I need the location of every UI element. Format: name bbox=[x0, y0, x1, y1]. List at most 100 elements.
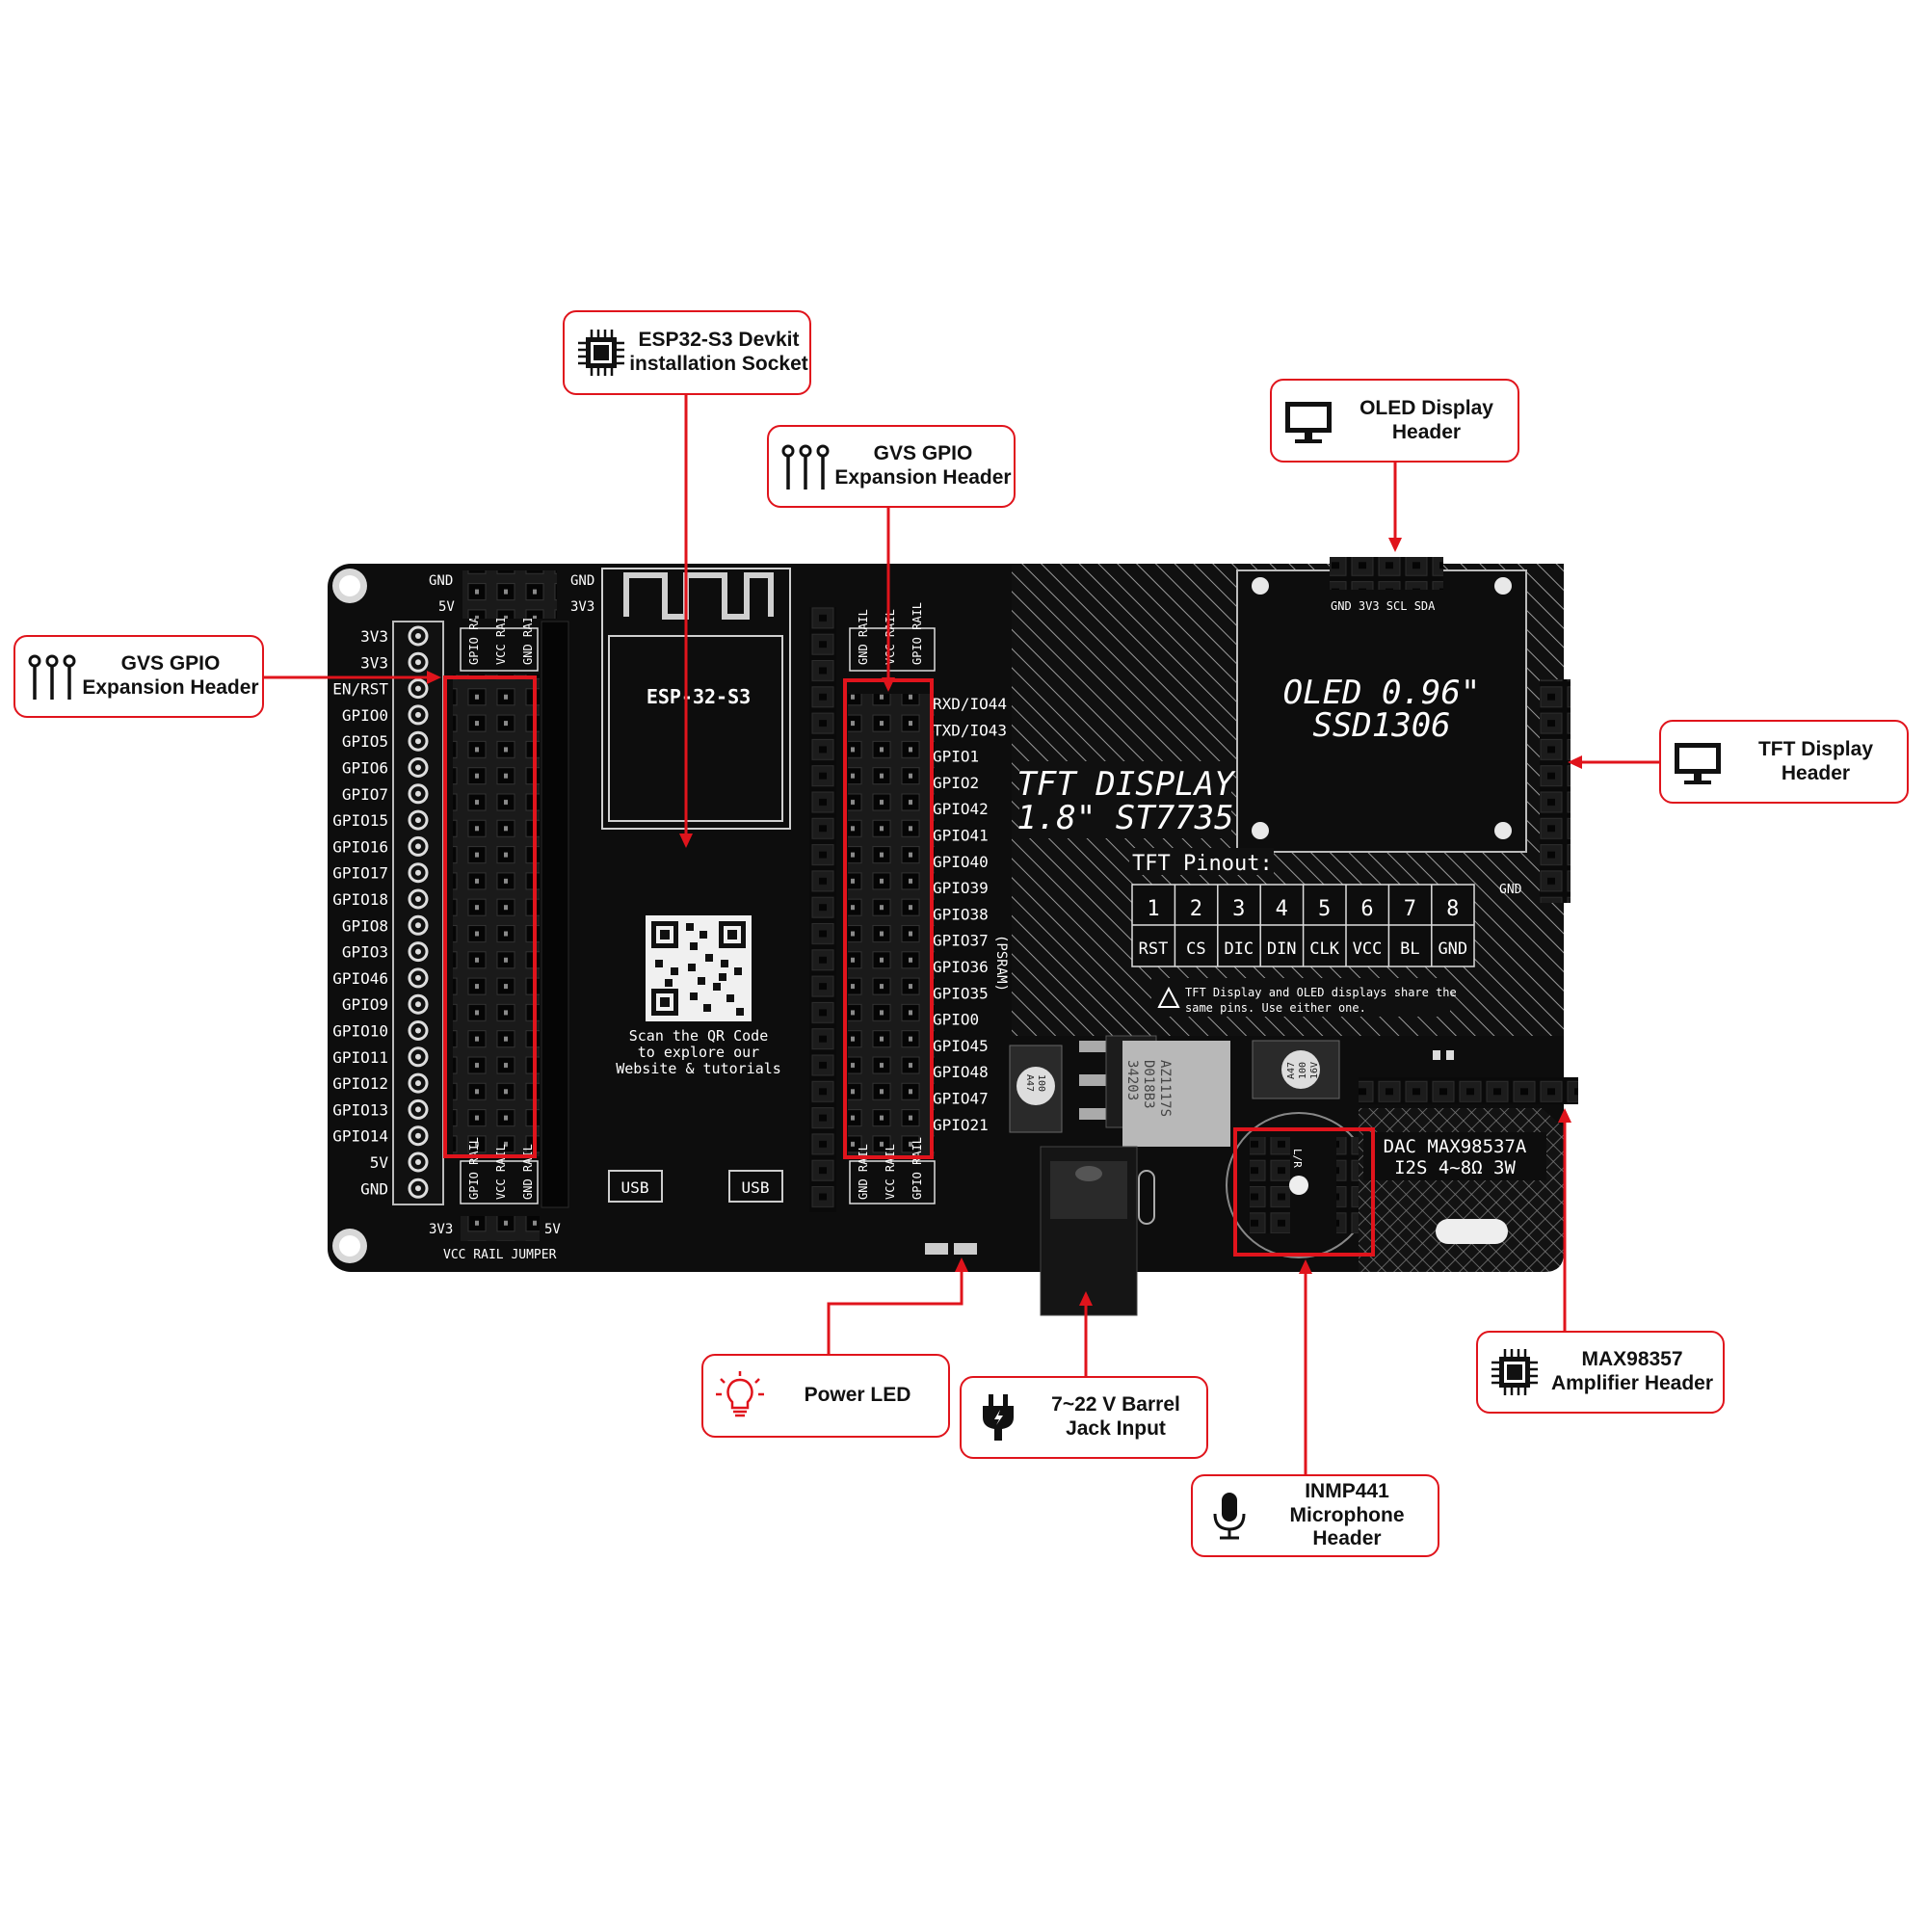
right-pin-label: GPIO0 bbox=[933, 1011, 979, 1029]
power-led bbox=[925, 1243, 977, 1255]
tft-pin-number: 8 bbox=[1446, 897, 1459, 921]
pin-pad-center bbox=[415, 974, 421, 981]
tft-pin-name: GND bbox=[1438, 940, 1467, 959]
tft-pin-name: RST bbox=[1139, 940, 1169, 959]
rail-label: GND RAIL bbox=[521, 609, 535, 665]
pin-pad bbox=[408, 1178, 429, 1199]
pin-pad-center bbox=[415, 1132, 421, 1139]
pin-pad bbox=[408, 1151, 429, 1173]
pins-icon bbox=[25, 649, 79, 703]
left-pin-label: 3V3 bbox=[360, 627, 388, 646]
svg-text:AZ1117S: AZ1117S bbox=[1157, 1060, 1173, 1117]
connector-lines bbox=[264, 395, 1663, 1474]
left-pin-label: EN/RST bbox=[332, 680, 388, 699]
tft-pin-name: DIN bbox=[1267, 940, 1297, 959]
svg-text:Scan the QR Code: Scan the QR Code bbox=[629, 1027, 769, 1045]
qr-code bbox=[646, 915, 752, 1021]
svg-text:TFT DISPLAY: TFT DISPLAY bbox=[1016, 765, 1236, 804]
pin-pad-center bbox=[415, 764, 421, 771]
left-pin-label: GPIO46 bbox=[332, 969, 388, 988]
svg-text:SSD1306: SSD1306 bbox=[1312, 706, 1450, 745]
svg-text:Website & tutorials: Website & tutorials bbox=[616, 1060, 781, 1077]
chip-icon bbox=[1488, 1345, 1542, 1399]
left-pin-label: GPIO11 bbox=[332, 1048, 388, 1067]
svg-text:L/R: L/R bbox=[1291, 1149, 1304, 1168]
pin-pad-center bbox=[415, 869, 421, 876]
tft-pin-name: DIC bbox=[1224, 940, 1254, 959]
tft-pin-number: 1 bbox=[1147, 897, 1159, 921]
monitor-icon bbox=[1281, 394, 1335, 448]
rail-label: GND RAIL bbox=[857, 1144, 870, 1200]
pin-pad bbox=[408, 967, 429, 989]
pin-pad-center bbox=[415, 948, 421, 955]
top-power-header: GND 5V GND 3V3 bbox=[429, 570, 594, 619]
left-pin-label: GPIO9 bbox=[342, 995, 388, 1014]
pin-pad bbox=[408, 1046, 429, 1068]
pin-pad bbox=[408, 835, 429, 857]
pin-pad-center bbox=[415, 1053, 421, 1060]
svg-text:GND 3V3 SCL SDA: GND 3V3 SCL SDA bbox=[1331, 599, 1436, 613]
rail-label: VCC RAIL bbox=[884, 609, 897, 665]
pin-pad-center bbox=[415, 711, 421, 718]
callout-esp32-socket: ESP32-S3 Devkit installation Socket bbox=[563, 310, 811, 395]
right-pin-label: GPIO48 bbox=[933, 1063, 989, 1081]
pin-pad-center bbox=[415, 790, 421, 797]
svg-text:OLED 0.96": OLED 0.96" bbox=[1283, 674, 1481, 712]
pin-pad bbox=[408, 1020, 429, 1041]
right-pin-label: GPIO45 bbox=[933, 1037, 989, 1055]
chip-icon bbox=[574, 326, 628, 380]
callout-power-led-label: Power LED bbox=[804, 1384, 911, 1407]
svg-text:3V3: 3V3 bbox=[570, 599, 594, 615]
right-pin-label: GPIO38 bbox=[933, 905, 989, 923]
left-pin-label: GPIO7 bbox=[342, 785, 388, 804]
callout-gpio-center-label: GVS GPIO Expansion Header bbox=[834, 442, 1012, 489]
esp32-right-socket bbox=[809, 607, 836, 1212]
rail-label: GPIO RAIL bbox=[911, 1137, 924, 1200]
pin-pad-center bbox=[415, 738, 421, 745]
callout-mic: INMP441 Microphone Header bbox=[1191, 1474, 1439, 1557]
callout-gpio-left-label: GVS GPIO Expansion Header bbox=[82, 652, 259, 699]
vcc-rail-jumper: 3V3 5V VCC RAIL JUMPER bbox=[429, 1216, 561, 1262]
rail-label: GPIO RAIL bbox=[911, 602, 924, 665]
pin-pad bbox=[408, 1072, 429, 1094]
left-pin-label: GPIO6 bbox=[342, 759, 388, 778]
pin-pad-center bbox=[415, 1106, 421, 1113]
left-pin-label: GND bbox=[360, 1179, 388, 1198]
microphone-icon bbox=[1202, 1489, 1256, 1543]
callout-gpio-center: GVS GPIO Expansion Header bbox=[767, 425, 1016, 508]
svg-text:TFT Display and OLED displays: TFT Display and OLED displays share the bbox=[1185, 986, 1457, 999]
dac-area: DAC MAX98537A I2S 4~8Ω 3W bbox=[1359, 1050, 1578, 1272]
left-pin-label: GPIO13 bbox=[332, 1100, 388, 1119]
oled-module bbox=[1236, 569, 1527, 853]
left-pin-label: GPIO3 bbox=[342, 943, 388, 962]
tft-pin-number: 2 bbox=[1190, 897, 1202, 921]
capacitor-right: A47 100 16V bbox=[1252, 1040, 1340, 1099]
left-pin-label: GPIO16 bbox=[332, 837, 388, 856]
tft-pin-number: 6 bbox=[1360, 897, 1373, 921]
callout-amp-label: MAX98357 Amplifier Header bbox=[1550, 1348, 1714, 1394]
pin-pad bbox=[408, 941, 429, 963]
pin-pad bbox=[408, 993, 429, 1015]
right-pin-label: GPIO47 bbox=[933, 1090, 989, 1108]
rail-label: GPIO RAIL bbox=[467, 1137, 481, 1200]
left-pin-label: GPIO17 bbox=[332, 864, 388, 883]
pin-pad bbox=[408, 625, 429, 647]
pins-icon bbox=[779, 439, 832, 493]
right-pin-label: GPIO42 bbox=[933, 800, 989, 818]
tft-pin-number: 5 bbox=[1318, 897, 1331, 921]
right-pin-label: GPIO2 bbox=[933, 774, 979, 792]
left-pin-label: GPIO18 bbox=[332, 890, 388, 909]
left-pin-label: GPIO12 bbox=[332, 1074, 388, 1093]
callout-oled-label: OLED Display Header bbox=[1359, 396, 1493, 443]
callout-oled: OLED Display Header bbox=[1270, 379, 1519, 463]
right-pin-label: GPIO39 bbox=[933, 879, 989, 897]
pin-pad-center bbox=[415, 685, 421, 692]
pin-pad-center bbox=[415, 659, 421, 666]
svg-text:100: 100 bbox=[1036, 1074, 1046, 1092]
svg-text:GND: GND bbox=[429, 573, 453, 589]
pin-pad bbox=[408, 809, 429, 831]
pin-pad-center bbox=[415, 896, 421, 902]
oled-header bbox=[1330, 557, 1443, 590]
